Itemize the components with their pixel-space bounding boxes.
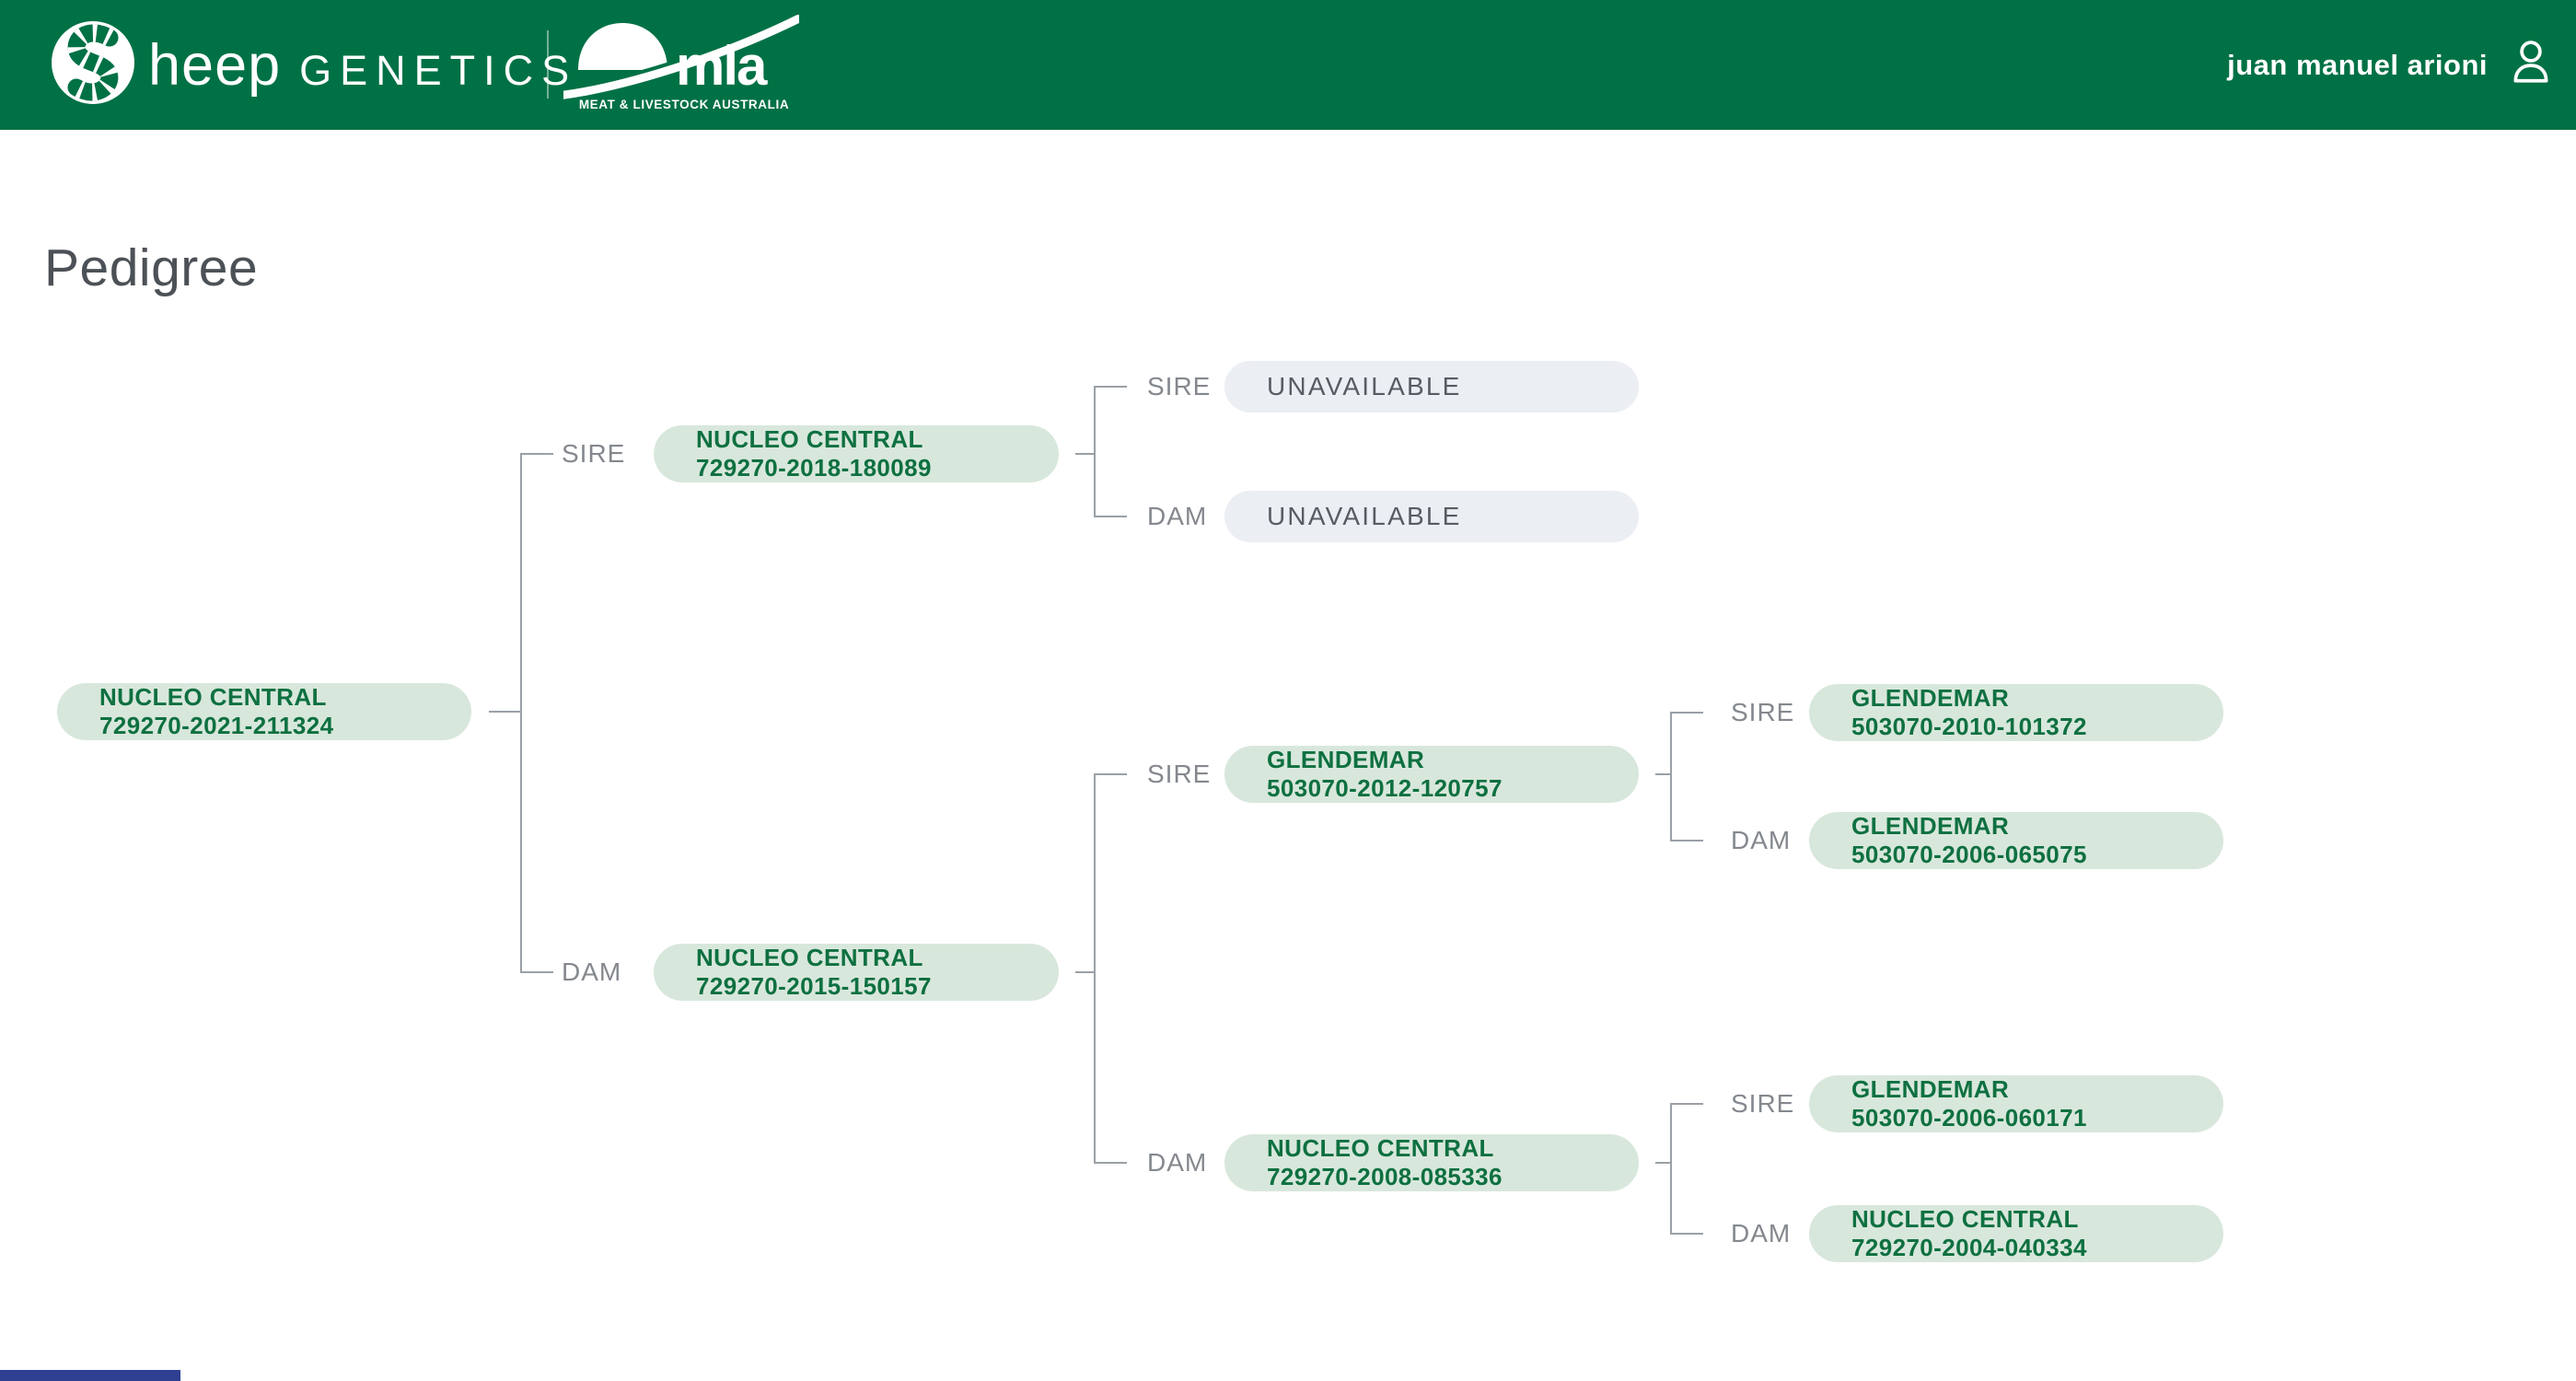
node-flock-name: NUCLEO CENTRAL (99, 683, 327, 711)
sheep-genetics-logo[interactable]: heep GENETICS (51, 0, 577, 130)
pedigree-node-dam-dam[interactable]: NUCLEO CENTRAL 729270-2008-085336 (1224, 1134, 1639, 1191)
node-animal-id: 503070-2012-120757 (1267, 774, 1503, 802)
pedigree-node-sire-dam-unavailable: UNAVAILABLE (1224, 491, 1639, 542)
connector-line (1075, 453, 1096, 455)
mla-hill-swoosh-icon (556, 9, 806, 104)
relation-label-dam: DAM (1147, 1148, 1208, 1177)
connector-line (1094, 516, 1127, 517)
pedigree-node-root[interactable]: NUCLEO CENTRAL 729270-2021-211324 (57, 683, 471, 740)
node-unavailable-text: UNAVAILABLE (1267, 502, 1462, 530)
connector-line (1670, 1103, 1703, 1105)
connector-line (1670, 712, 1672, 841)
page-title: Pedigree (44, 238, 259, 297)
person-icon[interactable] (2510, 39, 2552, 91)
relation-label-dam: DAM (1731, 1219, 1792, 1248)
svg-text:mla: mla (676, 35, 768, 97)
relation-label-dam: DAM (1731, 826, 1792, 854)
connector-line (1655, 1162, 1672, 1164)
sheep-dna-s-icon (51, 20, 135, 110)
connector-line (489, 711, 522, 713)
brand-wordmark: heep GENETICS (148, 32, 577, 99)
connector-line (1075, 971, 1096, 973)
connector-line (1670, 1233, 1703, 1235)
node-animal-id: 729270-2015-150157 (696, 972, 932, 1000)
connector-line (520, 453, 522, 973)
pedigree-node-dam-dam-sire[interactable]: GLENDEMAR 503070-2006-060171 (1809, 1075, 2223, 1132)
relation-label-sire: SIRE (1731, 698, 1795, 726)
node-animal-id: 729270-2008-085336 (1267, 1163, 1503, 1190)
node-flock-name: NUCLEO CENTRAL (1267, 1134, 1494, 1162)
pedigree-node-dam-sire-sire[interactable]: GLENDEMAR 503070-2010-101372 (1809, 684, 2223, 741)
app-header: heep GENETICS mla MEAT & LIVESTOCK AUSTR… (0, 0, 2576, 130)
connector-line (1094, 773, 1096, 1164)
node-flock-name: NUCLEO CENTRAL (696, 425, 923, 453)
node-animal-id: 503070-2006-060171 (1851, 1104, 2087, 1131)
pedigree-node-sire-sire-unavailable: UNAVAILABLE (1224, 361, 1639, 412)
relation-label-dam: DAM (562, 957, 622, 986)
connector-line (1094, 773, 1127, 775)
connector-line (1670, 712, 1703, 714)
connector-line (520, 453, 553, 455)
connector-line (520, 971, 553, 973)
node-flock-name: NUCLEO CENTRAL (1851, 1205, 2079, 1233)
node-animal-id: 729270-2021-211324 (99, 712, 334, 739)
mla-logo: mla MEAT & LIVESTOCK AUSTRALIA (556, 9, 806, 119)
node-animal-id: 729270-2018-180089 (696, 454, 932, 482)
relation-label-sire: SIRE (1147, 372, 1212, 400)
relation-label-sire: SIRE (562, 439, 626, 468)
user-menu[interactable]: juan manuel arioni (2227, 0, 2552, 130)
node-flock-name: GLENDEMAR (1851, 812, 2010, 840)
relation-label-dam: DAM (1147, 502, 1208, 530)
header-divider (547, 30, 549, 99)
connector-line (1094, 386, 1127, 388)
brand-genetics-text: GENETICS (299, 46, 578, 94)
footer-bar (0, 1370, 180, 1381)
node-flock-name: GLENDEMAR (1267, 746, 1425, 773)
relation-label-sire: SIRE (1147, 760, 1212, 788)
node-flock-name: GLENDEMAR (1851, 684, 2010, 712)
pedigree-node-sire[interactable]: NUCLEO CENTRAL 729270-2018-180089 (654, 425, 1059, 482)
pedigree-node-dam[interactable]: NUCLEO CENTRAL 729270-2015-150157 (654, 944, 1059, 1001)
svg-text:MEAT & LIVESTOCK AUSTRALIA: MEAT & LIVESTOCK AUSTRALIA (579, 98, 789, 111)
node-animal-id: 503070-2006-065075 (1851, 841, 2087, 868)
brand-heep-text: heep (148, 32, 282, 98)
node-animal-id: 503070-2010-101372 (1851, 713, 2087, 740)
node-flock-name: GLENDEMAR (1851, 1075, 2010, 1103)
pedigree-node-dam-sire[interactable]: GLENDEMAR 503070-2012-120757 (1224, 746, 1639, 803)
pedigree-node-dam-dam-dam[interactable]: NUCLEO CENTRAL 729270-2004-040334 (1809, 1205, 2223, 1262)
connector-line (1655, 773, 1672, 775)
relation-label-sire: SIRE (1731, 1089, 1795, 1118)
connector-line (1094, 1162, 1127, 1164)
connector-line (1094, 386, 1096, 517)
node-animal-id: 729270-2004-040334 (1851, 1234, 2087, 1261)
connector-line (1670, 840, 1703, 841)
user-name[interactable]: juan manuel arioni (2227, 48, 2488, 81)
node-flock-name: NUCLEO CENTRAL (696, 944, 923, 971)
connector-line (1670, 1103, 1672, 1235)
node-unavailable-text: UNAVAILABLE (1267, 372, 1462, 400)
pedigree-node-dam-sire-dam[interactable]: GLENDEMAR 503070-2006-065075 (1809, 812, 2223, 869)
